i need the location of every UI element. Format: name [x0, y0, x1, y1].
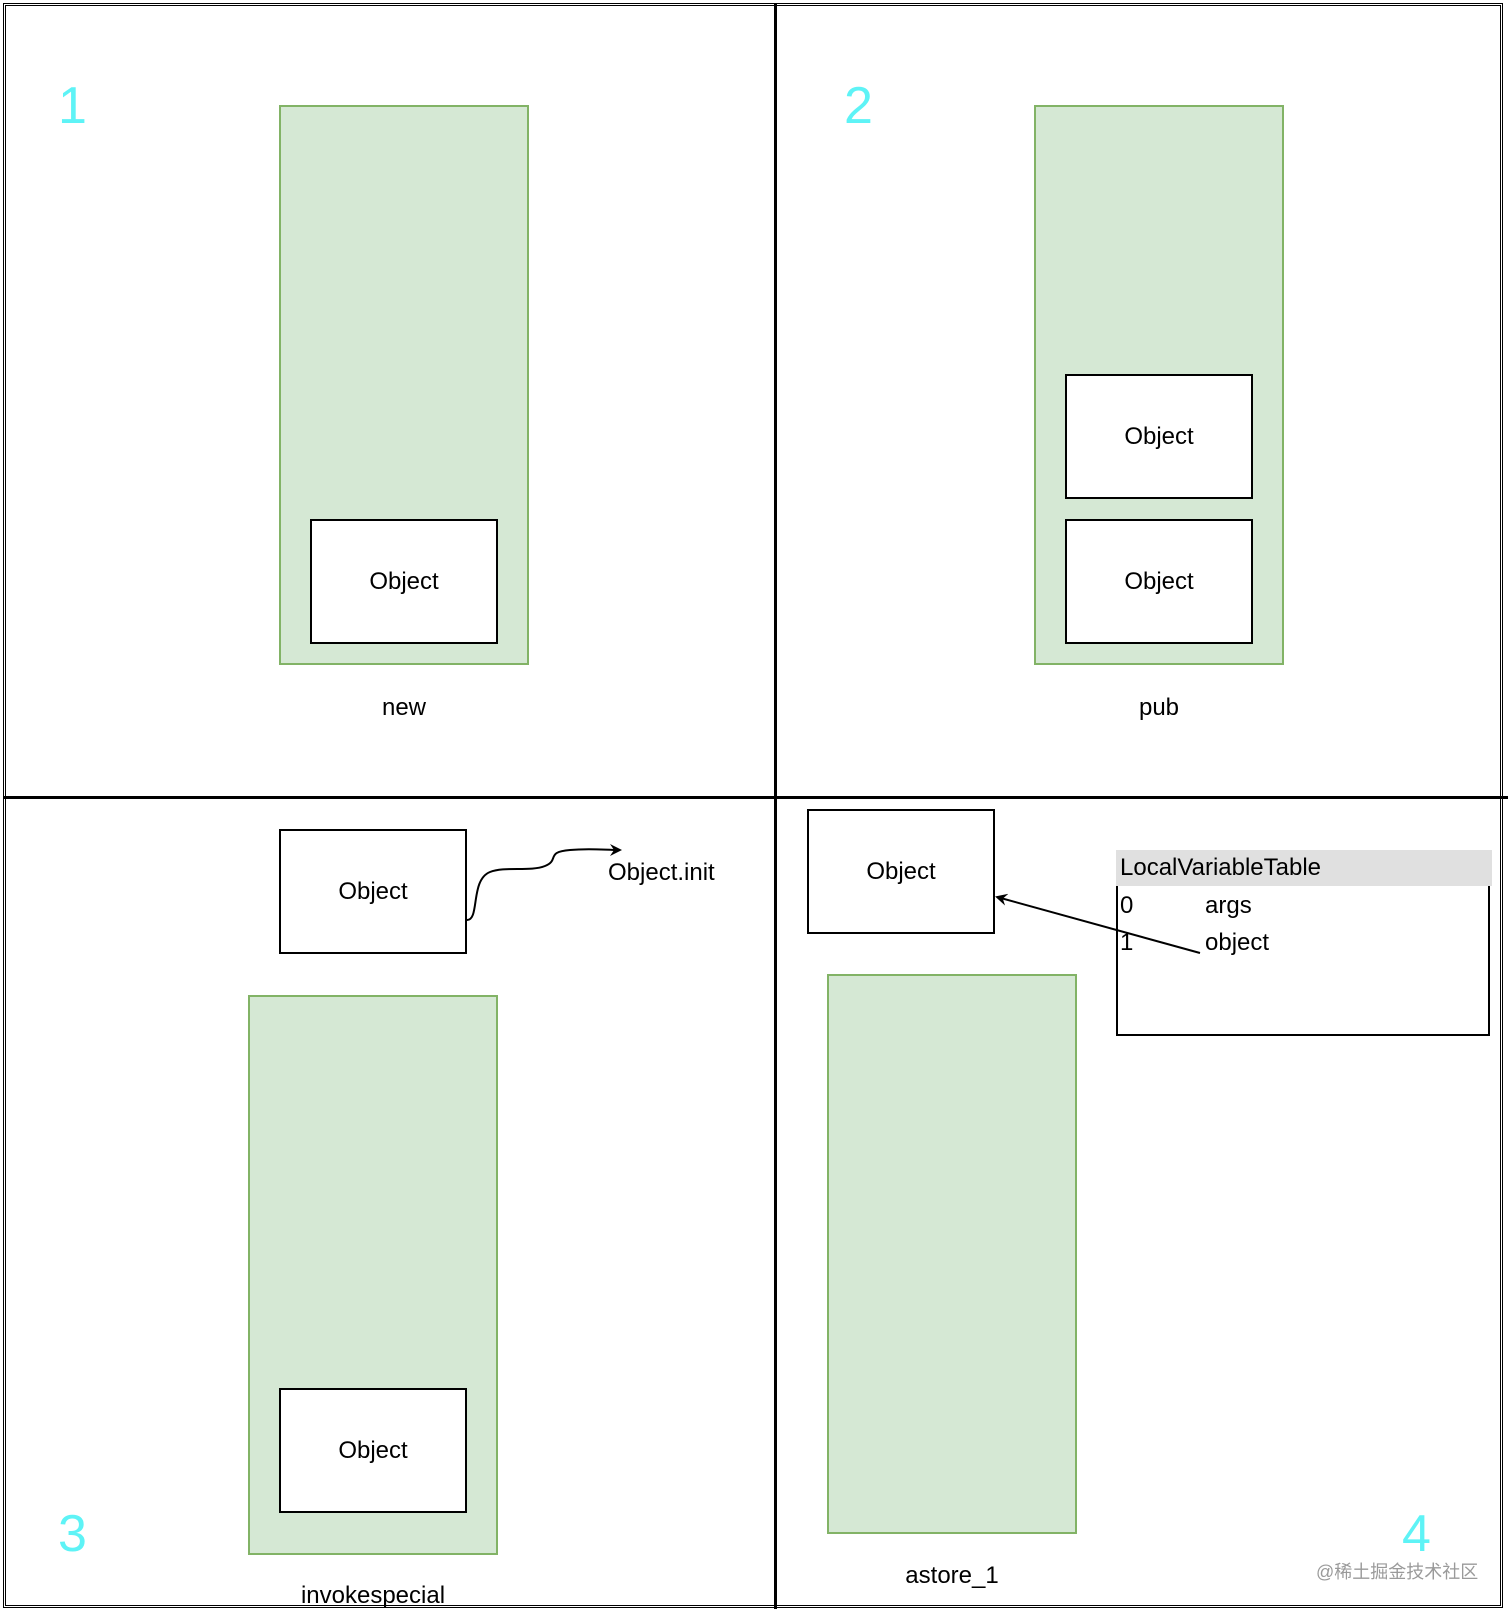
- lvt-row-0-index: 0: [1120, 892, 1134, 919]
- init-call-arrow: [466, 843, 622, 921]
- diagram-frame: [3, 3, 1503, 1608]
- quadrant-2-object-top: Object: [1065, 374, 1253, 499]
- vertical-divider: [774, 4, 777, 1609]
- quadrant-3-object-stack: Object: [279, 1388, 467, 1513]
- quadrant-1-caption: new: [381, 694, 427, 721]
- quadrant-4-number: 4: [1402, 1505, 1431, 1563]
- horizontal-divider: [4, 796, 1508, 799]
- quadrant-2-object-bottom: Object: [1065, 519, 1253, 644]
- quadrant-4-object: Object: [807, 809, 995, 934]
- object-reference-arrow: [995, 893, 1201, 954]
- quadrant-2-caption: pub: [1138, 694, 1180, 721]
- local-variable-table-title: LocalVariableTable: [1116, 850, 1492, 886]
- quadrant-4-stack: [827, 974, 1077, 1534]
- quadrant-3-caption: invokespecial: [300, 1582, 446, 1609]
- quadrant-1-number: 1: [58, 77, 87, 135]
- quadrant-1-object: Object: [310, 519, 498, 644]
- quadrant-3-call-target: Object.init: [608, 859, 715, 886]
- watermark: @稀土掘金技术社区: [1316, 1562, 1479, 1582]
- quadrant-4-caption: astore_1: [905, 1562, 999, 1589]
- quadrant-3-number: 3: [58, 1505, 87, 1563]
- quadrant-3-object-called: Object: [279, 829, 467, 954]
- lvt-row-0-name: args: [1205, 892, 1252, 919]
- quadrant-2-number: 2: [844, 77, 873, 135]
- lvt-row-1-index: 1: [1120, 929, 1134, 956]
- lvt-row-1-name: object: [1205, 929, 1270, 956]
